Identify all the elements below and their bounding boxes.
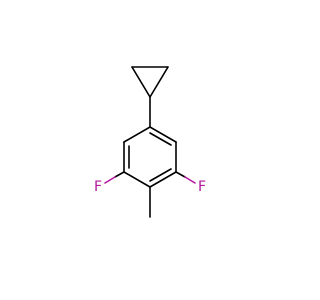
bond-ring-4 <box>123 171 151 188</box>
fluorine-right-label: F <box>198 179 206 195</box>
bond-cf-left-carbon <box>114 171 125 178</box>
bond-ring-6 <box>123 126 151 143</box>
bond-cyclopropyl-1 <box>131 66 151 98</box>
bond-ring-1 <box>149 126 177 143</box>
bond-cf-right-fluorine <box>184 176 196 184</box>
bond-double-inner-1 <box>149 132 172 146</box>
bond-ring-3 <box>149 171 177 188</box>
bond-cf-right-carbon <box>175 171 186 178</box>
bond-double-inner-2 <box>149 168 172 182</box>
bond-cf-left-fluorine <box>104 176 116 184</box>
molecule-structure: F F <box>94 66 206 218</box>
bond-cyclopropyl-3 <box>149 66 169 98</box>
fluorine-left-label: F <box>94 179 102 195</box>
